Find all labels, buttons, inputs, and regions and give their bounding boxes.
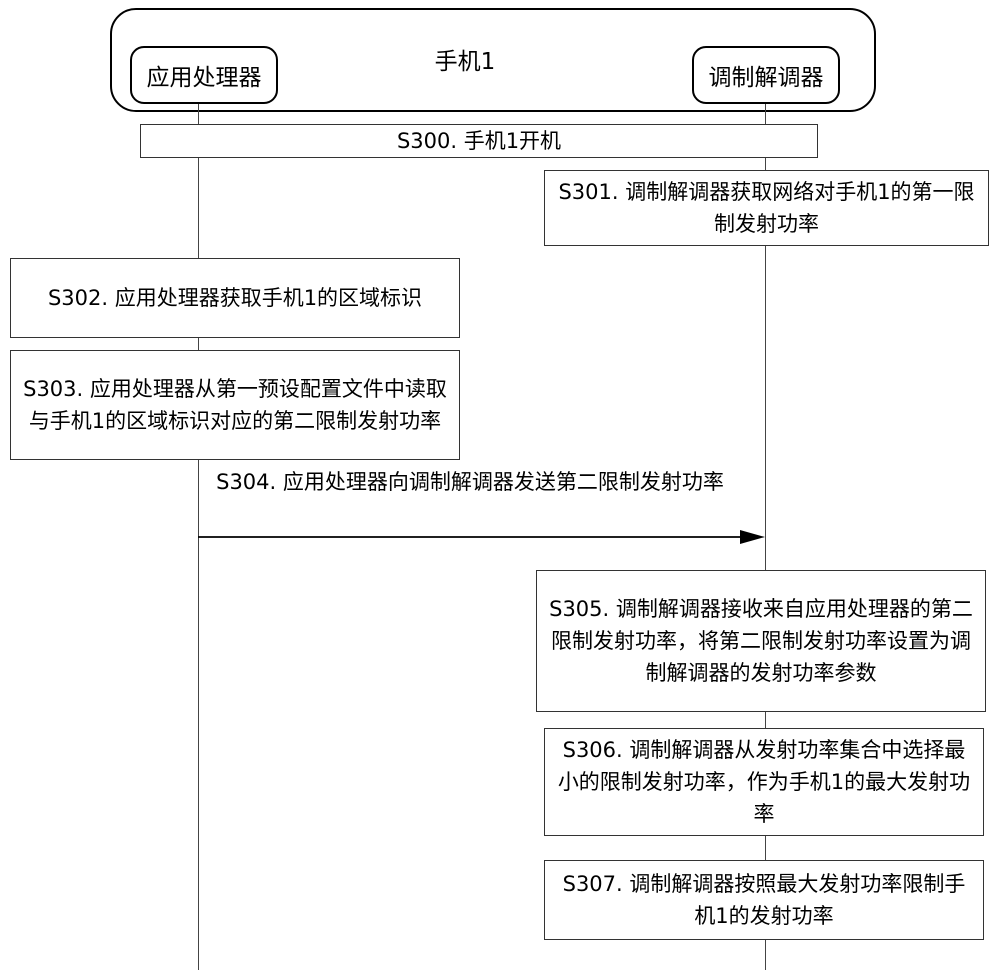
modem-lifeline (765, 102, 766, 970)
message-arrow (198, 530, 765, 544)
step-s302: S302. 应用处理器获取手机1的区域标识 (10, 258, 460, 338)
step-s305: S305. 调制解调器接收来自应用处理器的第二限制发射功率，将第二限制发射功率设… (536, 570, 986, 712)
step-s307: S307. 调制解调器按照最大发射功率限制手机1的发射功率 (544, 860, 984, 940)
modem-entity: 调制解调器 (692, 46, 840, 104)
phone-frame (110, 8, 876, 112)
step-s306: S306. 调制解调器从发射功率集合中选择最小的限制发射功率，作为手机1的最大发… (544, 728, 984, 836)
step-s304-label: S304. 应用处理器向调制解调器发送第二限制发射功率 (216, 470, 724, 494)
step-s300: S300. 手机1开机 (140, 124, 818, 158)
app-processor-lifeline (198, 102, 199, 970)
app-processor-entity: 应用处理器 (130, 46, 278, 104)
phone-title: 手机1 (434, 49, 496, 75)
step-s303: S303. 应用处理器从第一预设配置文件中读取与手机1的区域标识对应的第二限制发… (10, 350, 460, 460)
arrowhead-icon (740, 530, 765, 544)
step-s301: S301. 调制解调器获取网络对手机1的第一限制发射功率 (544, 170, 989, 246)
